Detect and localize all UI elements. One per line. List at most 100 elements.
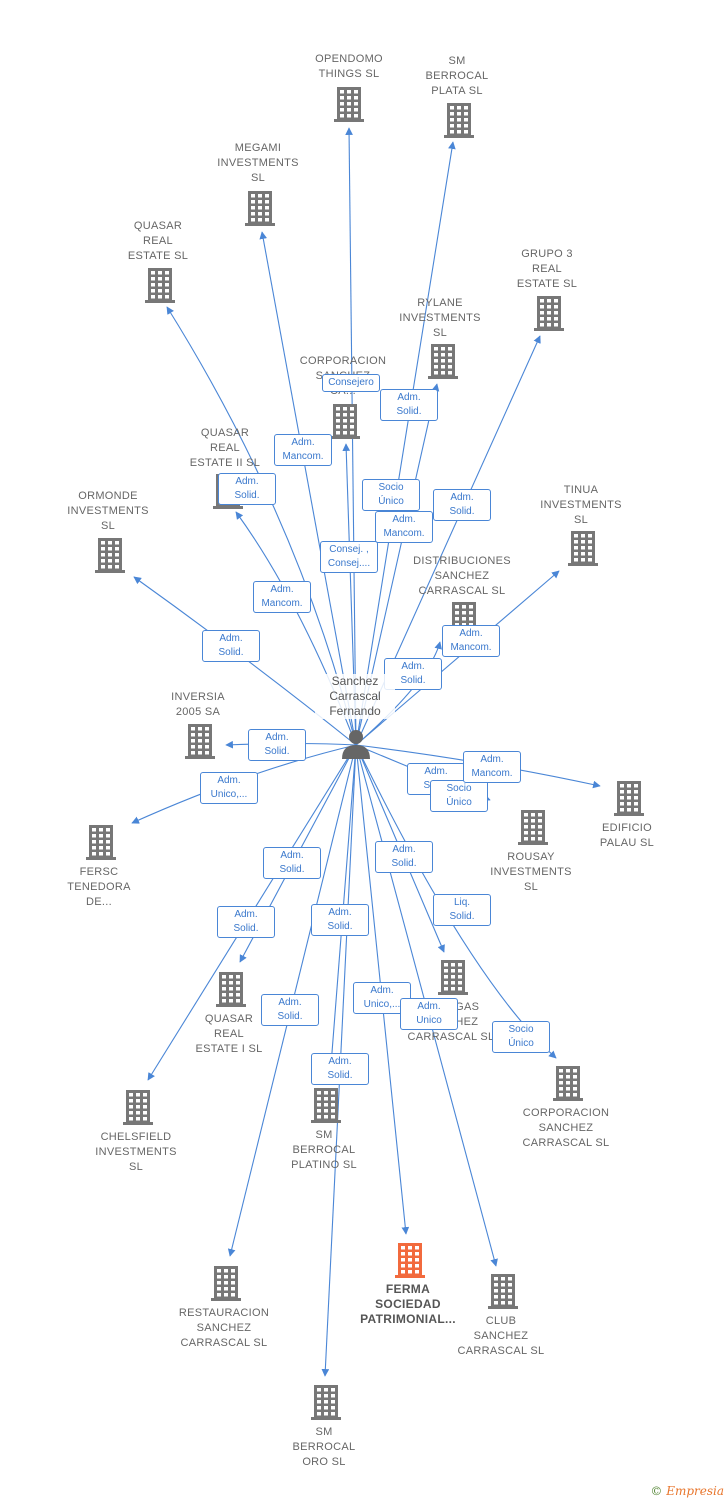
edge-label-line: Mancom.: [261, 598, 303, 609]
edge-label-line: Adm.: [370, 985, 394, 996]
edge-label-consej[interactable]: Consej. ,Consej....: [320, 541, 378, 573]
building-icon-sm-berrocal-plata[interactable]: [444, 103, 474, 138]
edge-label-palau-adm[interactable]: Adm.Mancom.: [463, 751, 521, 783]
edge-label-consejero[interactable]: Consejero: [322, 374, 380, 392]
edge-label-rylane-adm[interactable]: Adm.Solid.: [380, 389, 438, 421]
edge-label-line: Unico,...: [210, 789, 248, 800]
edge-label-inversia-adm[interactable]: Adm.Solid.: [248, 729, 306, 761]
node-label-line: QUASAR: [133, 220, 183, 232]
edge-label-sm-oro-adm[interactable]: Adm.Solid.: [311, 904, 369, 936]
node-label-line: ROUSAY: [507, 851, 555, 863]
edge-label-line: Adm.: [234, 909, 258, 920]
building-icon-quasar-i[interactable]: [216, 972, 246, 1007]
edge-label-line: Adm.: [480, 754, 504, 765]
building-icon-inversia[interactable]: [185, 724, 215, 759]
edge-label-quasari-adm[interactable]: Adm. Solid.: [217, 906, 275, 938]
edge-label-line: Mancom.: [450, 642, 492, 653]
node-label-line: MEGAMI: [234, 142, 282, 154]
building-icon-chelsfield[interactable]: [123, 1090, 153, 1125]
node-label-line: REAL: [214, 1028, 244, 1040]
building-icon-fersc[interactable]: [86, 825, 116, 860]
building-icon-megami[interactable]: [245, 191, 275, 226]
edge-label-line: Adm.: [235, 476, 259, 487]
node-label-line: FERMA: [385, 1282, 431, 1296]
brand-logo[interactable]: Empresia: [666, 1484, 724, 1498]
node-label-quasar-i[interactable]: QUASAR REAL ESTATE I SL: [164, 1012, 294, 1057]
building-icon-bodegas[interactable]: [438, 960, 468, 995]
node-label-line: GRUPO 3: [521, 248, 573, 260]
edge-label-line: Solid.: [218, 647, 244, 658]
building-icon-tinua[interactable]: [568, 531, 598, 566]
edge-label-line: Solid.: [233, 923, 259, 934]
edge-label-club-adm[interactable]: Adm.Unico: [400, 998, 458, 1030]
building-icon-rousay[interactable]: [518, 810, 548, 845]
edge-label-corp-adm-mancom[interactable]: Adm.Mancom.: [375, 511, 433, 543]
edge-label-fersc-adm[interactable]: Adm.Unico,...: [200, 772, 258, 804]
node-label-line: SANCHEZ: [538, 1122, 594, 1134]
edge-label-bodegas-adm[interactable]: Adm.Solid.: [375, 841, 433, 873]
building-icon-ormonde[interactable]: [95, 538, 125, 573]
edge-label-quasar-adm-mancom[interactable]: Adm.Mancom.: [253, 581, 311, 613]
building-icon-grupo3[interactable]: [534, 296, 564, 331]
node-label-line: INVESTMENTS: [399, 312, 481, 324]
node-label-line: CARRASCAL SL: [522, 1137, 610, 1149]
node-label-line: ORO SL: [302, 1456, 346, 1468]
node-label-line: INVESTMENTS: [67, 505, 149, 517]
building-icon-corporacion-1[interactable]: [330, 404, 360, 439]
edge-label-line: Adm.: [392, 514, 416, 525]
building-icon-rylane[interactable]: [428, 344, 458, 379]
building-icon-edificio-palau[interactable]: [614, 781, 644, 816]
building-icon-club[interactable]: [488, 1274, 518, 1309]
edge-label-platino-adm[interactable]: Adm.Solid.: [311, 1053, 369, 1085]
node-label-line: ESTATE I SL: [195, 1043, 263, 1055]
edge-label-megami-adm[interactable]: Adm.Mancom.: [274, 434, 332, 466]
building-icon-sm-berrocal-platino[interactable]: [311, 1088, 341, 1123]
node-label-line: CARRASCAL SL: [418, 585, 506, 597]
edge-label-tinua-adm[interactable]: Adm.Mancom.: [442, 625, 500, 657]
building-icon-restauracion[interactable]: [211, 1266, 241, 1301]
edge-label-restauracion-adm[interactable]: Adm.Solid.: [261, 994, 319, 1026]
edge-label-ormonde-adm[interactable]: Adm.Solid.: [202, 630, 260, 662]
building-icon-sm-berrocal-oro[interactable]: [311, 1385, 341, 1420]
edge-label-line: Único: [508, 1038, 534, 1049]
edge-label-liq[interactable]: Liq.Solid.: [433, 894, 491, 926]
node-label-line: SANCHEZ: [196, 1322, 252, 1334]
edge-label-grupo3-adm[interactable]: Adm.Solid.: [433, 489, 491, 521]
node-label-line: ESTATE SL: [127, 250, 189, 262]
edge-label-chelsfield-adm1[interactable]: Adm.Solid.: [263, 847, 321, 879]
building-icon-ferma[interactable]: [395, 1243, 425, 1278]
center-person-label[interactable]: Sanchez Carrascal Fernando: [315, 674, 395, 719]
edge-label-quasarii-adm[interactable]: Adm.Solid.: [218, 473, 276, 505]
building-icon-corporacion-2[interactable]: [553, 1066, 583, 1101]
building-icon-opendomo[interactable]: [334, 87, 364, 122]
node-label-line: BERROCAL: [425, 70, 489, 82]
node-label-line: QUASAR: [204, 1013, 254, 1025]
person-icon[interactable]: [342, 730, 370, 759]
node-label-line: CHELSFIELD: [100, 1131, 172, 1143]
building-icon-quasar-real-estate[interactable]: [145, 268, 175, 303]
